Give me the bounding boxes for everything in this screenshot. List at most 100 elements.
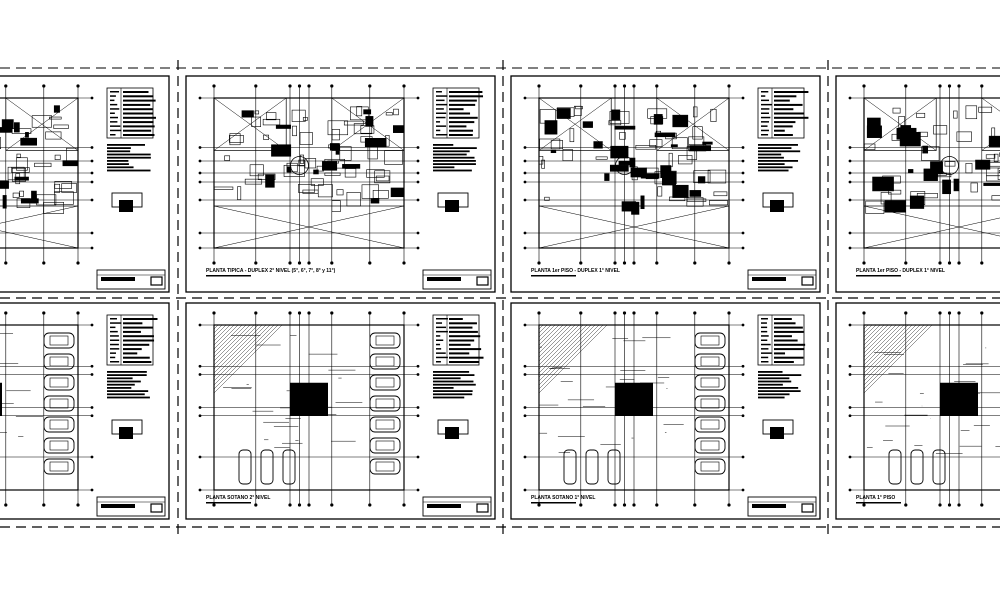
legend-symbol (761, 134, 769, 136)
car-stall (43, 437, 75, 454)
room-element (611, 109, 621, 121)
car-stall (43, 353, 75, 370)
axis-bubble (368, 311, 372, 315)
axis-bubble (947, 503, 952, 507)
legend-symbol (110, 112, 115, 114)
ramp-hatch (213, 324, 251, 362)
sheet-title: PLANTA SOTANO 1° NIVEL (531, 495, 595, 501)
axis-bubble (632, 84, 636, 88)
car-stall (369, 332, 401, 349)
axis-bubble (980, 503, 984, 507)
legend-row (774, 361, 794, 363)
axis-bubble (297, 311, 302, 315)
axis-bubble (693, 84, 697, 88)
room-element (666, 170, 677, 185)
sheet-border (0, 302, 170, 520)
legend-symbol (436, 95, 448, 97)
title-block-logo (476, 503, 489, 513)
legend-symbol (436, 318, 448, 320)
room-element (61, 183, 77, 193)
axis-bubble (288, 503, 292, 507)
drawing-sheet: PLANTA SOTANO 2° NIVEL (185, 302, 496, 520)
notes-text (758, 371, 783, 373)
axis-bubble (90, 180, 94, 184)
notes-text (433, 160, 476, 162)
notes-text (758, 153, 782, 156)
axis-bubble (416, 146, 420, 149)
ramp-hatch (538, 324, 572, 358)
axis-bubble (613, 311, 617, 315)
legend-row (123, 125, 155, 128)
room-element (872, 176, 894, 192)
plan-outline (0, 97, 79, 249)
sheet-subtitle (206, 502, 251, 504)
axis-bubble (579, 311, 583, 315)
room-element (888, 189, 902, 195)
notes-text (433, 144, 454, 146)
plan-outline (0, 324, 79, 491)
legend-row (449, 352, 470, 355)
room-element (593, 141, 603, 149)
room-element (892, 107, 901, 114)
axis-bubble (848, 96, 852, 100)
room-element (923, 168, 938, 181)
ramp-hatch (863, 324, 897, 358)
car-stall (694, 395, 726, 412)
room-element (213, 186, 234, 190)
room-element (569, 128, 575, 143)
ramp-hatch (213, 324, 255, 366)
car-stall (694, 353, 726, 370)
axis-bubble (90, 455, 94, 459)
room-element (49, 116, 62, 120)
legend-row (774, 129, 785, 132)
notes-text (758, 383, 783, 386)
axis-bubble (4, 503, 8, 507)
room-element (692, 126, 703, 140)
legend-symbol (110, 91, 120, 93)
legend-symbol (761, 103, 772, 106)
legend-row (123, 361, 152, 363)
axis-bubble (307, 84, 311, 88)
axis-bubble (904, 84, 908, 88)
room-element (942, 179, 951, 195)
stair-core (615, 156, 634, 175)
axis-bubble (523, 488, 527, 492)
room-element (672, 184, 689, 198)
legend-symbol (761, 348, 769, 350)
axis-bubble (416, 488, 420, 492)
car-stall (607, 449, 621, 485)
title-block-logo (801, 503, 814, 513)
axis-bubble (90, 323, 94, 327)
room-element (933, 125, 948, 135)
room-element (14, 122, 20, 133)
axis-bubble (402, 84, 406, 88)
legend-symbol (761, 318, 768, 320)
notes-text (107, 396, 150, 399)
core-hatch (0, 382, 2, 416)
axis-bubble (957, 311, 961, 315)
axis-bubble (862, 84, 866, 88)
ramp-hatch (538, 324, 564, 350)
room-element (271, 144, 292, 157)
notes-text (107, 393, 145, 396)
car-stall (49, 335, 69, 346)
room-element (19, 190, 24, 197)
notes-text (107, 144, 145, 146)
notes-text (433, 169, 472, 172)
axis-bubble (655, 311, 659, 315)
legend-symbol (761, 116, 771, 119)
room-element (12, 192, 20, 198)
axis-bubble (693, 311, 697, 315)
room-element (988, 135, 1000, 147)
axis-bubble (741, 323, 745, 327)
legend-symbol (436, 112, 447, 114)
axis-bubble (523, 455, 527, 459)
drawing-sheet: PLANTA 1er PISO - DUPLEX 1° NIVEL (835, 75, 1000, 293)
title-block-logo (476, 276, 489, 286)
legend-row (774, 335, 792, 338)
axis-bubble (416, 231, 420, 235)
legend-symbol (761, 91, 769, 93)
sheet-subtitle (856, 275, 901, 277)
room-element (375, 175, 390, 182)
axis-bubble (254, 503, 258, 507)
